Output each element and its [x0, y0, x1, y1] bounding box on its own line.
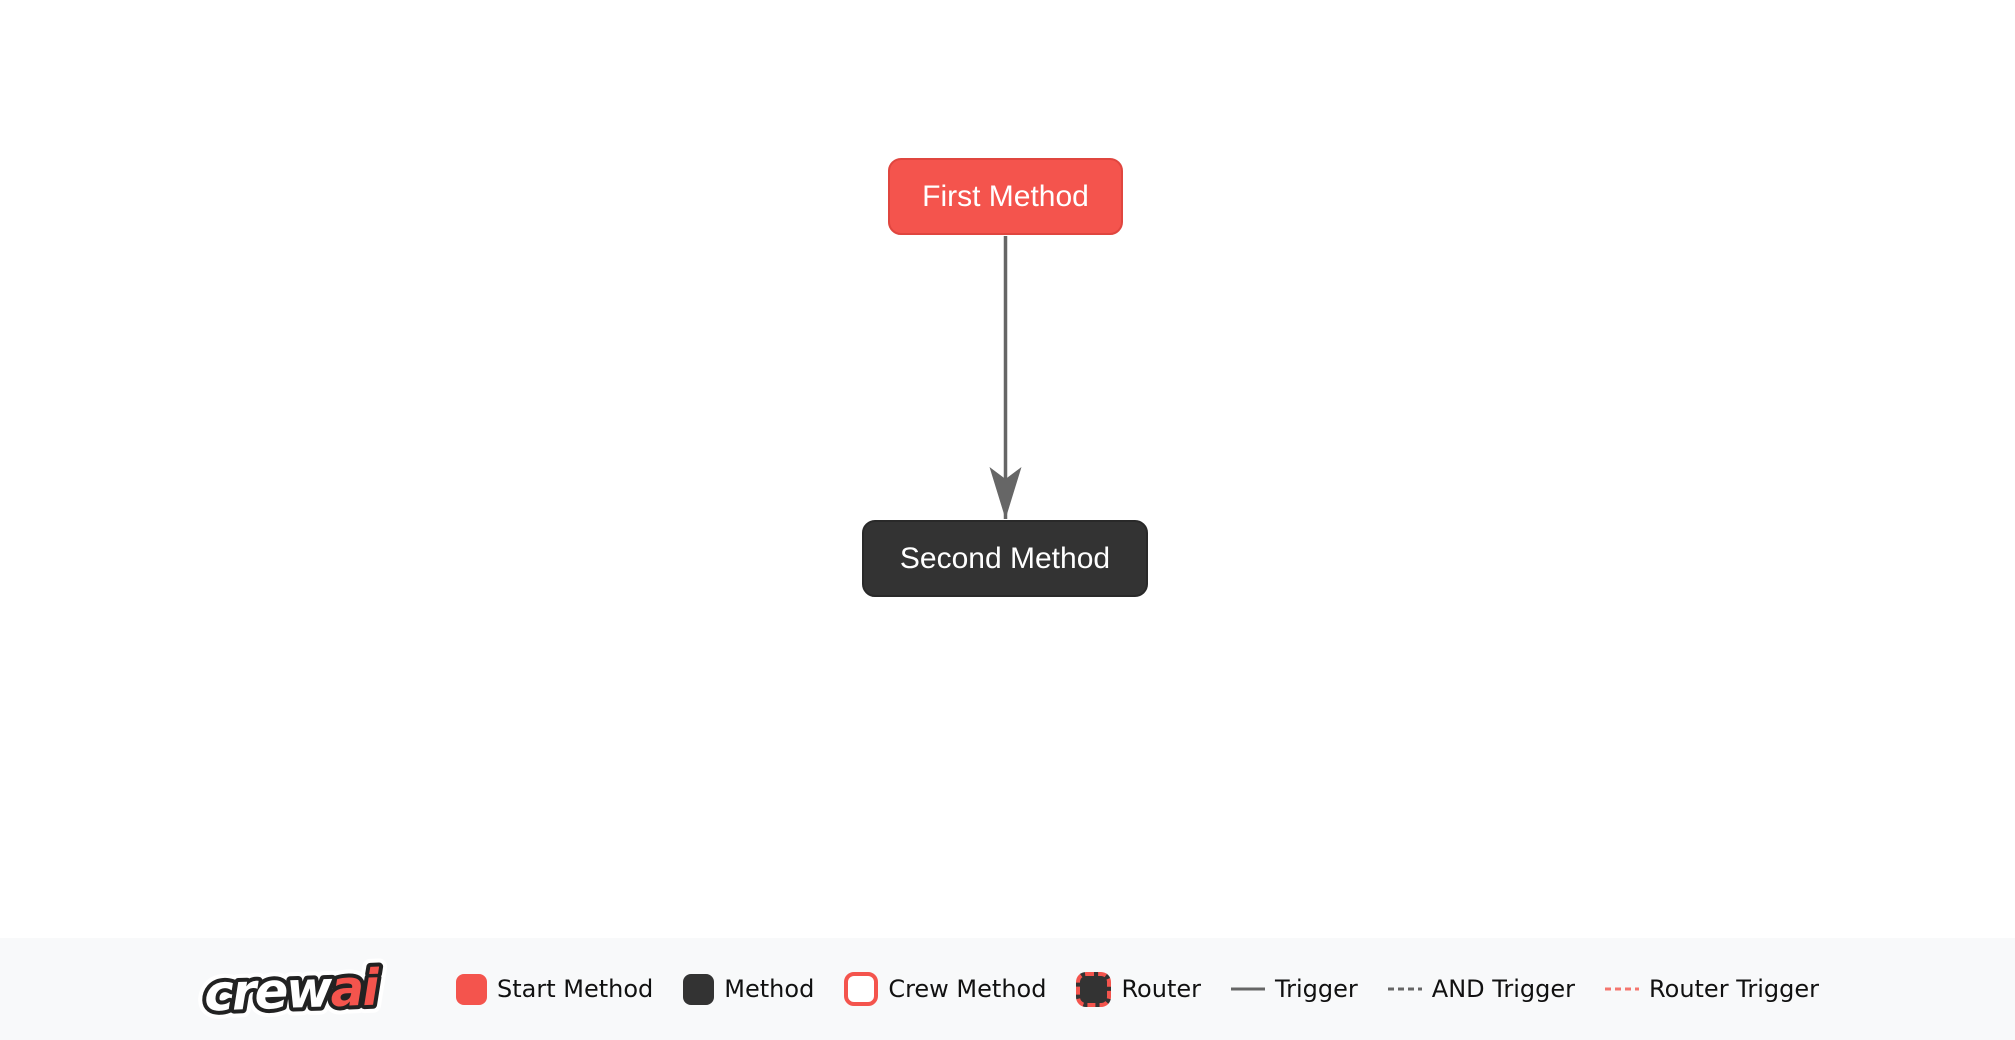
- legend-item-router: Router: [1076, 971, 1201, 1007]
- crew-method-swatch-icon: [844, 972, 879, 1006]
- crewai-logo-icon: crewai crewai crewai: [196, 950, 389, 1028]
- edge-layer: [989, 236, 1022, 519]
- crewai-logo: crewai crewai crewai: [196, 950, 418, 1028]
- node-label: First Method: [922, 179, 1089, 213]
- svg-text:crewai: crewai: [203, 958, 381, 1022]
- legend-label: Start Method: [497, 975, 654, 1003]
- legend-label: Crew Method: [888, 975, 1047, 1003]
- legend-item-crew-method: Crew Method: [844, 972, 1046, 1006]
- legend-label: AND Trigger: [1431, 975, 1576, 1003]
- node-first-method[interactable]: First Method: [888, 158, 1123, 235]
- flow-canvas[interactable]: First Method Second Method: [0, 0, 2015, 938]
- legend-item-trigger: Trigger: [1231, 975, 1358, 1003]
- legend-bar: crewai crewai crewai Start Method Method…: [0, 938, 2015, 1040]
- legend-item-start-method: Start Method: [456, 973, 654, 1005]
- legend-label: Trigger: [1275, 975, 1358, 1003]
- start-method-swatch-icon: [456, 973, 488, 1005]
- legend-label: Method: [724, 975, 815, 1003]
- router-trigger-line-icon: [1605, 987, 1640, 991]
- legend-label: Router: [1121, 975, 1201, 1003]
- legend-label: Router Trigger: [1649, 975, 1819, 1003]
- node-second-method[interactable]: Second Method: [862, 520, 1148, 597]
- and-trigger-line-icon: [1387, 987, 1422, 991]
- trigger-line-icon: [1231, 987, 1265, 991]
- legend-item-router-trigger: Router Trigger: [1605, 975, 1819, 1003]
- legend-item-and-trigger: AND Trigger: [1387, 975, 1576, 1003]
- svg-text:crewai: crewai: [203, 958, 381, 1022]
- svg-text:crewai: crewai: [203, 958, 381, 1022]
- legend-item-method: Method: [683, 973, 815, 1005]
- node-label: Second Method: [899, 541, 1111, 575]
- method-swatch-icon: [683, 973, 715, 1005]
- trigger-arrowhead-icon: [989, 467, 1022, 519]
- router-swatch-icon: [1076, 971, 1112, 1007]
